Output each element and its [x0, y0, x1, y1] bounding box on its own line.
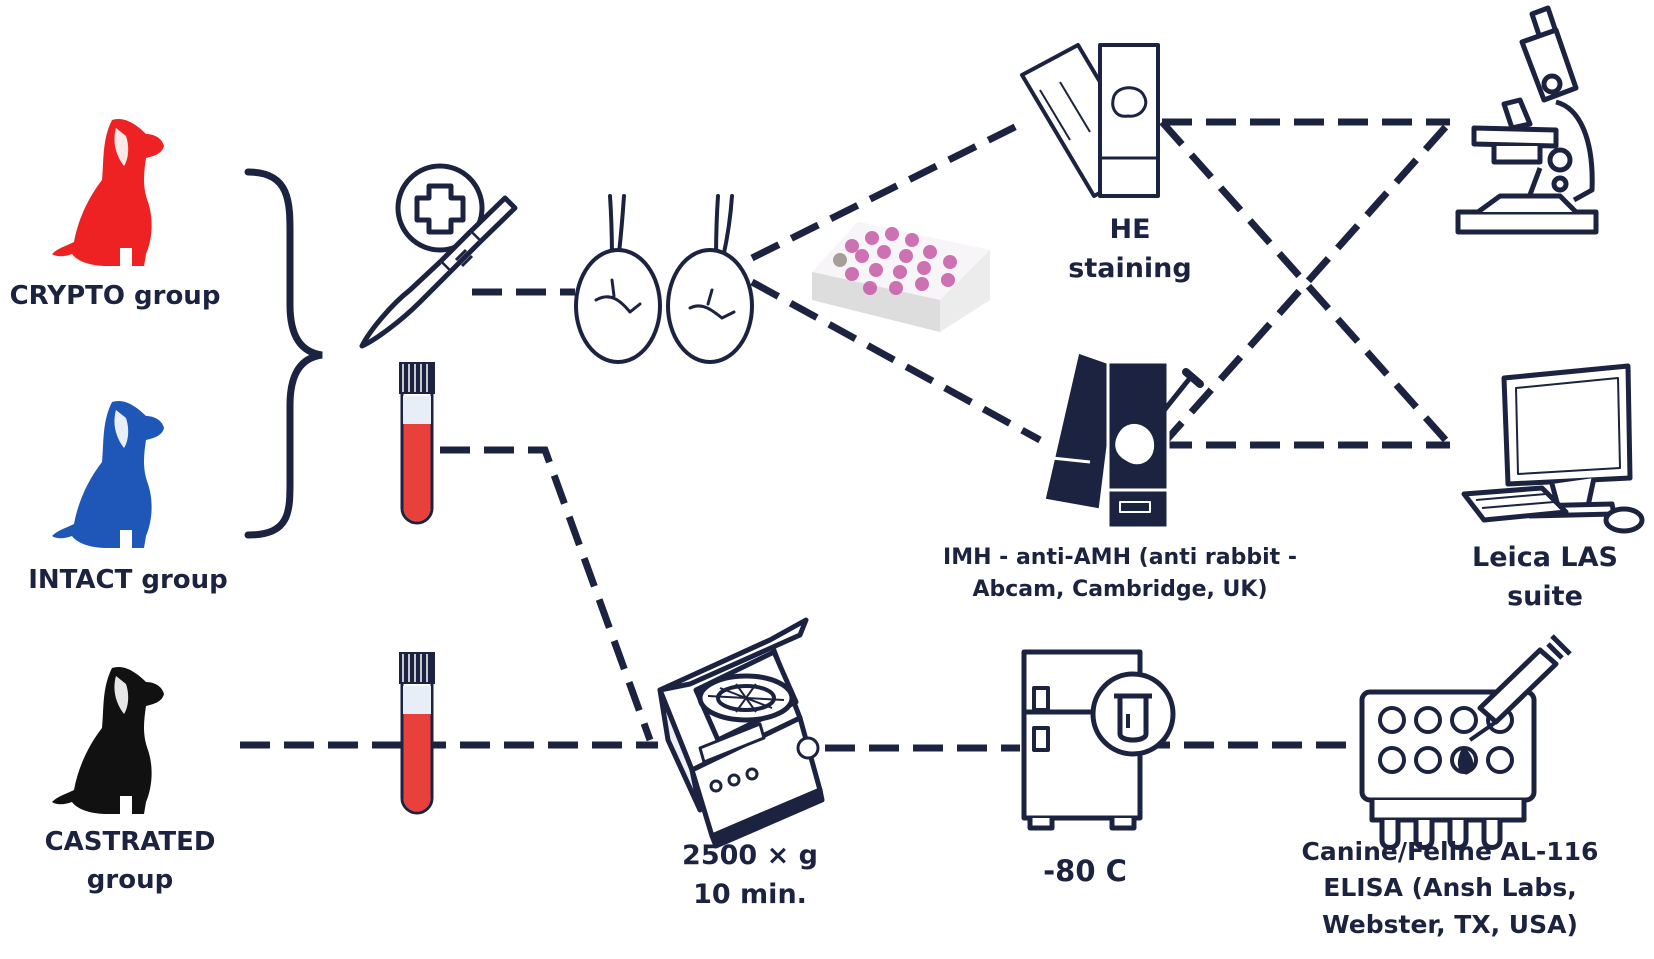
dog-castrated-icon	[52, 666, 164, 814]
label-he-staining: HE staining	[1030, 210, 1230, 288]
freezer-label: -80 C	[1043, 854, 1127, 888]
label-leica: Leica LAS suite	[1440, 538, 1650, 616]
freezer-icon	[1021, 649, 1176, 831]
glass-slide-icon	[1020, 43, 1160, 198]
crypto-group-label: CRYPTO group	[9, 281, 221, 311]
leica-label-line1: Leica LAS	[1472, 542, 1618, 573]
blood-tube-icon	[397, 650, 437, 815]
dog-crypto-icon	[52, 118, 164, 266]
label-intact-group: INTACT group	[10, 562, 246, 600]
blood-tube-icon	[397, 360, 437, 525]
centrifuge-label-line2: 10 min.	[693, 879, 807, 911]
elisa-label-line3: Webster, TX, USA)	[1322, 909, 1578, 939]
connector-lines	[240, 118, 1453, 752]
label-crypto-group: CRYPTO group	[0, 278, 230, 316]
imh-label-line2: Abcam, Cambridge, UK)	[972, 576, 1268, 602]
label-elisa: Canine/Feline AL-116 ELISA (Ansh Labs, W…	[1265, 834, 1635, 943]
label-freezer: -80 C	[1000, 850, 1170, 892]
label-centrifuge: 2500 × g 10 min.	[640, 836, 860, 914]
castrated-group-label-line1: CASTRATED	[44, 827, 216, 857]
elisa-plate-icon	[1359, 634, 1572, 850]
elisa-label-line2: ELISA (Ansh Labs,	[1323, 873, 1577, 903]
centrifuge-label-line1: 2500 × g	[682, 840, 818, 871]
he-staining-label-line2: staining	[1068, 253, 1192, 285]
paraffin-block-icon	[812, 222, 990, 332]
testes-icon	[574, 194, 754, 364]
label-imh: IMH - anti-AMH (anti rabbit - Abcam, Cam…	[910, 542, 1330, 606]
imh-label-line1: IMH - anti-AMH (anti rabbit -	[943, 545, 1297, 570]
stained-slide-icon	[1042, 350, 1204, 530]
scalpel-medical-cross-icon	[359, 163, 518, 349]
he-staining-label-line1: HE	[1109, 214, 1151, 245]
dog-intact-icon	[52, 400, 164, 548]
intact-group-label: INTACT group	[28, 565, 228, 595]
centrifuge-icon	[657, 617, 825, 849]
castrated-group-label-line2: group	[86, 864, 174, 895]
microscope-icon	[1455, 5, 1599, 235]
elisa-label-line1: Canine/Feline AL-116	[1301, 837, 1599, 866]
label-castrated-group: CASTRATED group	[20, 824, 240, 899]
computer-icon	[1461, 363, 1645, 534]
leica-label-line2: suite	[1507, 581, 1583, 613]
group-brace	[244, 168, 323, 539]
